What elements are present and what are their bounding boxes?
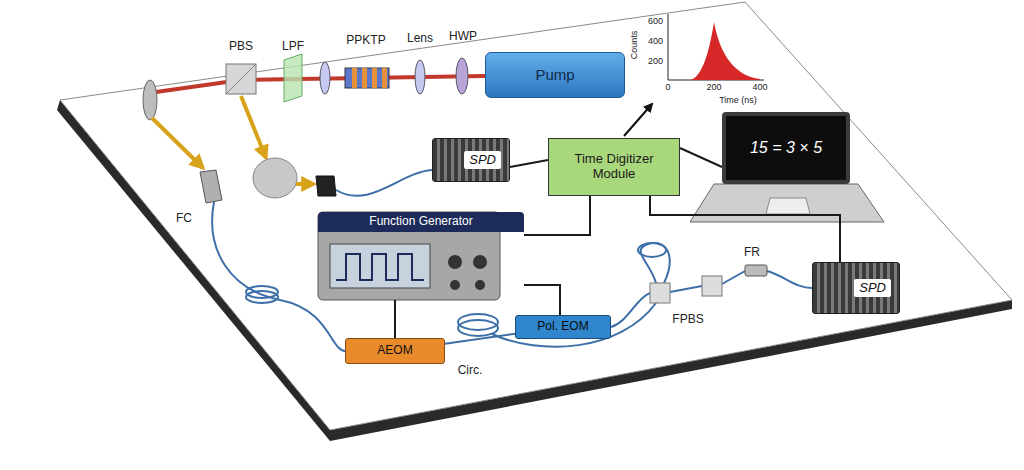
knob [473,255,487,269]
detector-box: SPD [812,262,900,314]
node-text: SPD [464,151,501,170]
component-label: FPBS [672,313,703,325]
lens [415,60,425,94]
histogram-peak [690,22,760,80]
trigger-cable [524,196,590,235]
photon-arrow [296,182,314,186]
drive-cable [524,285,560,315]
axis-tick: 200 [706,83,721,92]
component-label: FC [176,212,192,224]
axis-tick: 600 [648,17,663,26]
chart-axes [668,14,764,80]
circulator-coil [458,320,498,336]
mirror [143,80,157,120]
crystal-stripe [352,68,357,88]
optical-board [60,2,1012,430]
detector-box: SPD [432,138,510,182]
modulator-box: AEOM [345,338,445,364]
generator-screen [330,244,430,288]
fiber-pbs-cube [702,276,722,296]
component-label: Circ. [458,364,483,376]
axis-tick: 400 [752,83,767,92]
optical-fiber [445,334,515,344]
faraday-rotator [745,265,767,276]
half-wave-plate [456,58,468,94]
pump-laser: Pump [485,52,625,98]
crystal-stripe [372,68,377,88]
component-label: PPKTP [346,34,385,46]
crystal-stripe [362,68,367,88]
node-text: SPD [854,279,891,298]
axis-tick: 0 [665,83,670,92]
output-jack [450,280,460,290]
output-arrow [624,104,652,136]
component-label: FR [744,246,760,258]
photon-arrow [241,96,266,158]
signal-cable [650,196,840,262]
function-generator: Function Generator [318,212,524,300]
photon-arrow [152,118,203,168]
axis-tick: 400 [648,37,663,46]
component-label: Lens [407,32,433,44]
fiber-mount [253,158,297,198]
node-text: Function Generator [318,212,524,232]
laptop-screen: 15 = 3 × 5 [722,112,850,184]
node-text: Pump [535,66,574,83]
optical-fiber [767,271,812,288]
fiber-coupler [200,170,222,203]
laptop-base [690,184,884,222]
axis-title: Time (ns) [719,96,757,105]
knob [448,255,462,269]
modulator-box: Pol. EOM [515,315,611,339]
ppktp-crystal [345,68,389,88]
output-jack [475,280,485,290]
drive-cable [394,300,396,338]
node-text: Time Digitizer Module [555,152,673,182]
crystal-stripe [382,68,387,88]
component-label: LPF [282,40,304,52]
data-cable [680,148,722,167]
fiber-coil [246,291,278,303]
fiber-coupler [316,176,336,196]
pbs-cube [226,64,256,94]
node-text: 15 = 3 × 5 [750,139,822,157]
axis-tick: 200 [648,57,663,66]
signal-cable [510,160,548,167]
lens [320,62,330,94]
optical-fiber [670,286,702,292]
component-label: PBS [229,40,253,52]
touchpad [766,198,810,214]
lpf-filter [284,54,302,102]
square-wave [336,254,424,280]
optical-fiber [611,293,650,327]
fiber-pbs-cube [650,283,670,303]
optical-fiber [492,303,656,347]
node-text: AEOM [377,344,412,358]
component-label: HWP [449,30,477,42]
optical-fiber [722,271,745,284]
pbs-diagonal [226,64,256,94]
axis-title: Counts [630,31,639,60]
digitizer-box: Time Digitizer Module [548,138,680,196]
node-text: Pol. EOM [537,320,588,334]
optical-fiber [336,170,432,196]
fiber-coil [638,243,666,257]
